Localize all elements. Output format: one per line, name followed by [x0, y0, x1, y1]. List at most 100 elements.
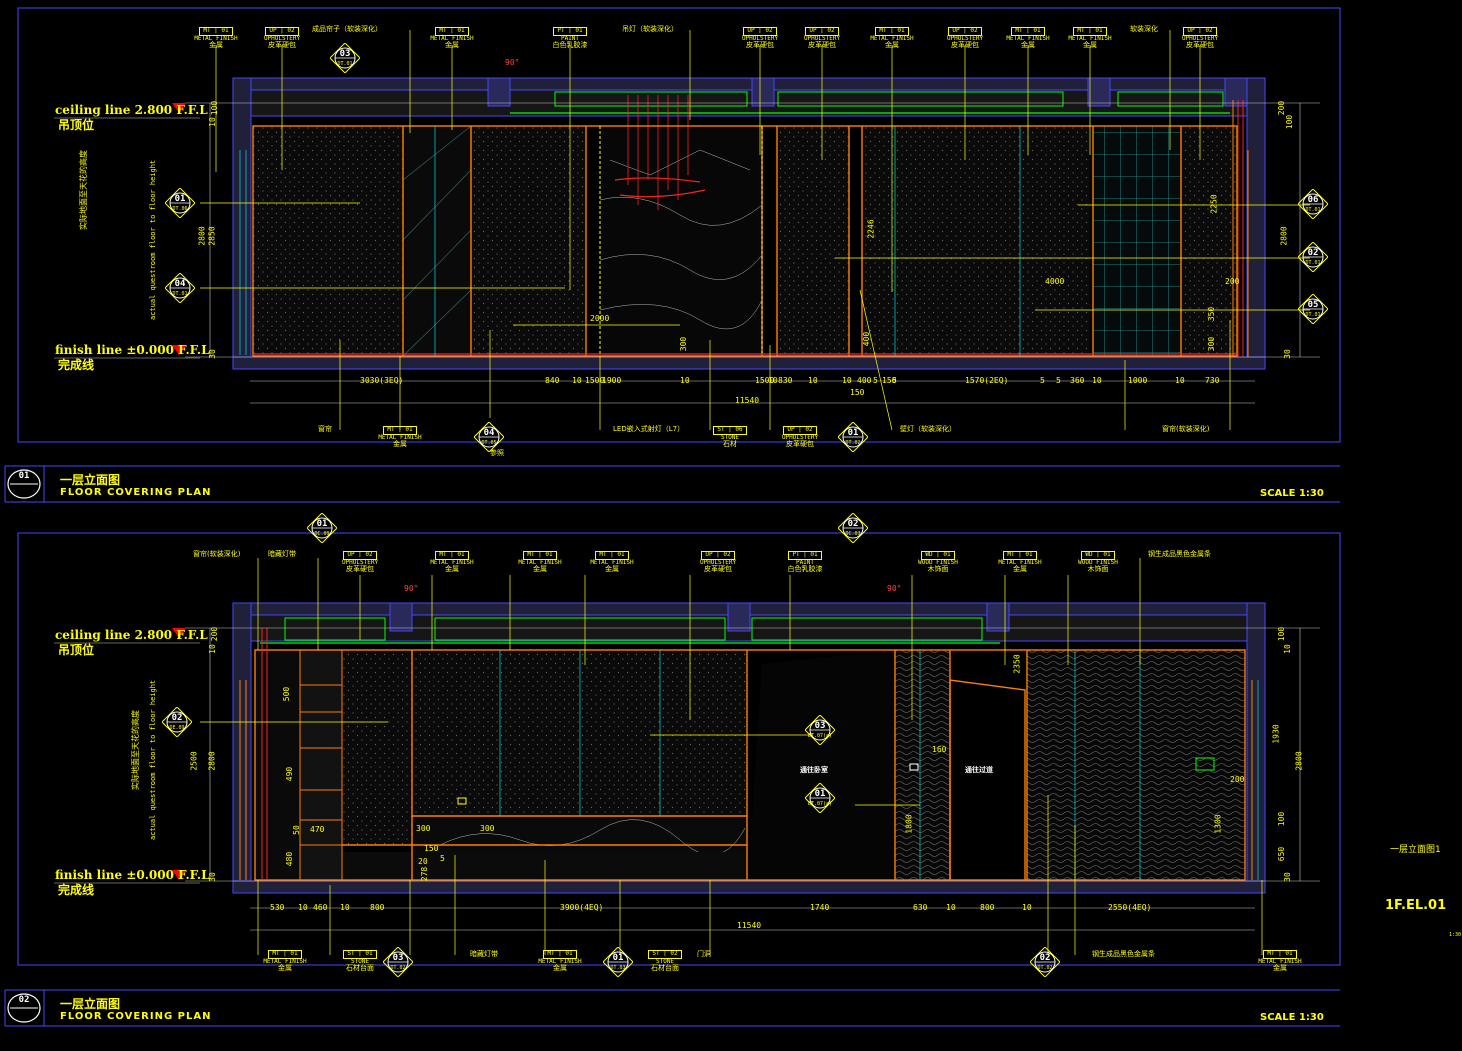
e2-bottom-tag-4-code: ST | 02: [648, 950, 682, 959]
bubble-diamond-icon: [330, 43, 360, 73]
e2-left-dim-0: 200: [210, 626, 220, 642]
e1-top-tag-0-cn: 金属: [209, 41, 223, 50]
e1-bottom-dim-13: 150: [882, 376, 897, 385]
e2-detail-bubble-6-number: 01: [612, 953, 624, 963]
e2-inner-dim-12: 150: [424, 844, 439, 853]
e1-left-dim-1: 10: [207, 117, 217, 127]
e2-inner-dim-10: 480: [285, 851, 295, 867]
e1-bottom-dim-1: 840: [545, 376, 560, 385]
e2-bottom-tag-7-cn: 金属: [1273, 964, 1287, 973]
e1-detail-bubble-6-ref: DT.01: [1305, 260, 1321, 266]
e2-bottom-tag-4-finish: STONE: [655, 957, 675, 965]
e2-mid-note-bedroom: 通往卧室: [800, 766, 828, 774]
e1-left-dim-2: 2850: [207, 226, 217, 246]
e1-bottom-dim-19: 10: [1092, 376, 1102, 385]
e1-detail-bubble-3-ref: DT.05: [481, 440, 497, 446]
e2-detail-bubble-5-number: 03: [392, 953, 404, 963]
e1-inner-dim-1: 2250: [1209, 194, 1219, 214]
e2-top-tag-0-finish: UPHOLSTERY: [341, 558, 379, 566]
e2-top-tag-8-finish: WOOD FINISH: [1078, 558, 1118, 566]
e1-top-tag-5-finish: UPHOLSTERY: [803, 34, 841, 42]
e2-detail-bubble-7-number: 02: [1039, 953, 1051, 963]
e1-ceiling-level-label: ceiling line 2.800 F.F.L: [55, 103, 208, 117]
e2-height-note-cn: 实际地面至天花的高度: [131, 710, 140, 790]
e1-inner-dim-4: 300: [679, 336, 689, 352]
e2-right-dim-4: 100: [1277, 811, 1287, 827]
bubble-diamond-icon: [165, 273, 195, 303]
e1-bottom-tag-5-finish: UPHOLSTERY: [781, 433, 819, 441]
e2-mid-note-corridor: 通往过道: [965, 766, 993, 774]
e1-top-tag-0-code: MT | 01: [199, 27, 233, 36]
e2-bottom-dim-3: 10: [340, 903, 350, 912]
e2-top-tag-3-finish: METAL FINISH: [590, 558, 634, 566]
e1-inner-dim-2: 4000: [1045, 277, 1065, 286]
bubble-diamond-icon: [165, 188, 195, 218]
e2-detail-bubble-6-ref: DT.03: [610, 965, 626, 971]
e1-bottom-note-3: LED嵌入式射灯（L7）: [613, 425, 685, 433]
e1-bottom-dim-5: 10: [680, 376, 690, 385]
e1-detail-bubble-6-number: 02: [1307, 248, 1319, 258]
e2-top-tag-4-finish: UPHOLSTERY: [699, 558, 737, 566]
e1-bottom-tag-1-finish: METAL FINISH: [378, 433, 422, 441]
bubble-diamond-icon: [838, 422, 868, 452]
e1-detail-bubble-7-number: 05: [1307, 300, 1319, 310]
e2-top-tag-2-finish: METAL FINISH: [518, 558, 562, 566]
e1-finish-level-label: finish line ±0.000 F.F.L: [55, 343, 210, 357]
e2-top-tag-6-code: WD | 01: [921, 551, 955, 560]
e2-top-tag-8-code: WD | 01: [1081, 551, 1115, 560]
e1-top-tag-5-code: UP | 02: [805, 27, 839, 36]
e1-top-tag-3-finish: PAINT: [560, 34, 580, 42]
e2-top-tag-8-cn: 木饰面: [1087, 565, 1109, 574]
e1-left-dim-0: 100: [210, 100, 220, 116]
bubble-diamond-icon: [1298, 242, 1328, 272]
e2-bottom-tag-3-cn: 金属: [553, 964, 567, 973]
e1-top-tag-10-code: UP | 02: [1183, 27, 1217, 36]
e2-inner-dim-0: 2350: [1012, 654, 1022, 674]
e1-bottom-note-2: 参照: [490, 449, 504, 457]
e2-bottom-tag-0-code: MT | 01: [268, 950, 302, 959]
e1-bottom-dim-20: 1000: [1128, 376, 1148, 385]
e1-top-tag-4-finish: UPHOLSTERY: [741, 34, 779, 42]
e2-top-tag-7-cn: 金属: [1013, 565, 1027, 574]
e1-detail-bubble-2-number: 04: [174, 279, 186, 289]
e1-inner-dim-7: 300: [1207, 336, 1217, 352]
e1-height-note-en: actual questroom floor to floor height: [149, 159, 157, 320]
e2-inner-dim-6: 300: [416, 824, 431, 833]
e1-top-note-2: 吊灯（软装深化）: [622, 25, 678, 33]
e1-inner-dim-8: 200: [1225, 277, 1240, 286]
e2-bottom-dim-8: 10: [946, 903, 956, 912]
e2-top-tag-5-cn: 白色乳胶漆: [787, 565, 823, 574]
e2-bottom-note-6: 钢生成品黑色金属条: [1092, 950, 1155, 958]
e2-bottom-dim-9: 800: [980, 903, 995, 912]
